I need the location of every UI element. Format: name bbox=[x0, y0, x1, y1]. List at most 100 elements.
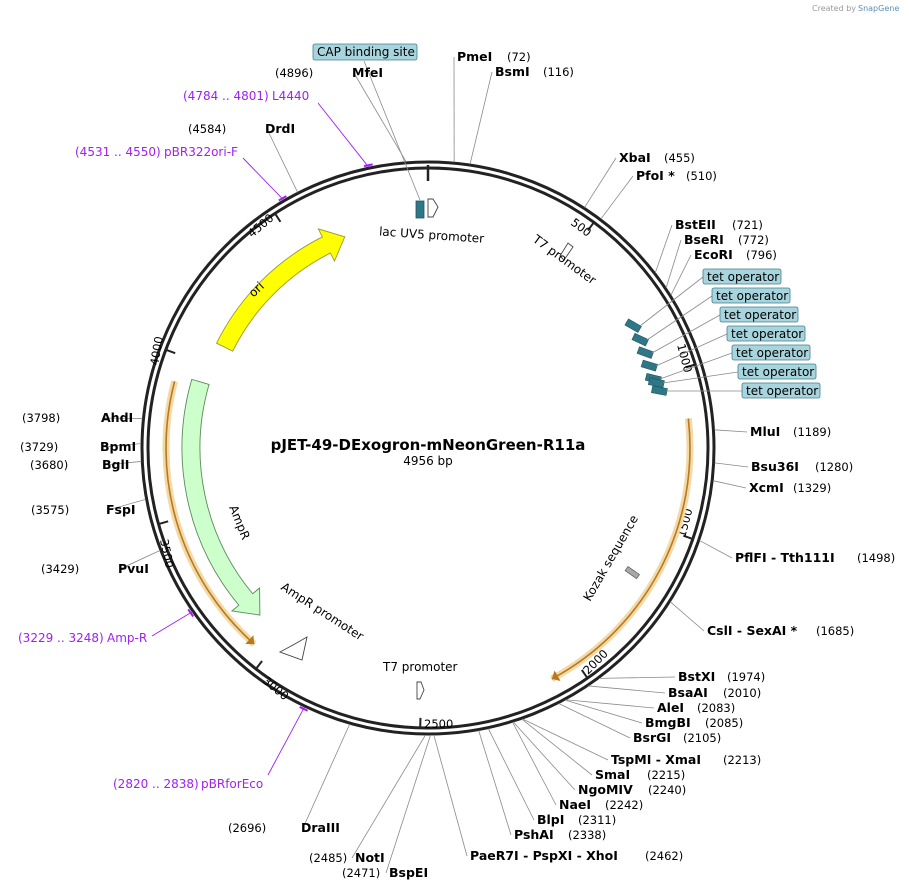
enzyme-site-bsrgi[interactable]: BsrGI(2105) bbox=[558, 703, 722, 745]
cap-binding-site[interactable]: CAP binding site bbox=[312, 43, 421, 201]
credit-brand: SnapGene bbox=[858, 4, 899, 13]
enzyme-leader bbox=[522, 718, 609, 761]
enzyme-site-bgli[interactable]: BglI(3680) bbox=[30, 457, 142, 472]
enzyme-position: (1974) bbox=[727, 670, 765, 684]
tet-operator-label: tet operator bbox=[707, 270, 779, 284]
tick-mark bbox=[685, 363, 695, 369]
enzyme-site-drdi[interactable]: DrdI (4584) bbox=[188, 121, 298, 193]
ampr-promoter[interactable]: AmpR promoter bbox=[278, 580, 366, 661]
t7-promoter-bottom[interactable]: T7 promoter bbox=[382, 660, 458, 700]
enzyme-name: PaeR7I - PspXI - XhoI bbox=[470, 848, 618, 863]
enzyme-site-csli[interactable]: CslI - SexAI *(1685) bbox=[670, 601, 854, 638]
enzyme-site-naei[interactable]: NaeI(2242) bbox=[512, 722, 644, 812]
enzyme-site-noti[interactable]: NotI(2485) bbox=[309, 734, 426, 865]
enzyme-site-pflfi[interactable]: PflFI - Tth111I(1498) bbox=[699, 540, 896, 565]
enzyme-site-xbai[interactable]: XbaI(455) bbox=[584, 150, 695, 208]
enzyme-site-fspi[interactable]: FspI(3575) bbox=[31, 499, 146, 517]
enzyme-site-bseri[interactable]: BseRI(772) bbox=[665, 232, 769, 288]
orf-arrowhead bbox=[245, 635, 255, 645]
lac-uv5-promoter[interactable]: lac UV5 promoter bbox=[379, 198, 485, 246]
tet-operator-block[interactable] bbox=[636, 346, 654, 359]
restriction-sites: PmeI(72)BsmI(116)XbaI(455)PfoI *(510)Bst… bbox=[20, 49, 895, 880]
tet-operator-box bbox=[741, 382, 821, 399]
tick-mark bbox=[587, 222, 595, 232]
enzyme-site-tspmi[interactable]: TspMI - XmaI(2213) bbox=[522, 718, 762, 767]
enzyme-position: (2242) bbox=[605, 798, 643, 812]
ampr-arrow[interactable] bbox=[181, 378, 261, 616]
t7-label-bottom: T7 promoter bbox=[382, 660, 458, 674]
primer-pbrforeco[interactable]: (2820 .. 2838)pBRforEco bbox=[113, 706, 309, 791]
enzyme-leader bbox=[654, 224, 673, 273]
tet-operator-label: tet operator bbox=[746, 384, 818, 398]
enzyme-name: MfeI bbox=[352, 65, 383, 80]
enzyme-leader bbox=[103, 461, 142, 466]
enzyme-site-ecori[interactable]: EcoRI(796) bbox=[670, 247, 777, 296]
enzyme-site-mlui[interactable]: MluI(1189) bbox=[714, 424, 831, 439]
plasmid-name: pJET-49-DExogron-mNeonGreen-R11a bbox=[271, 436, 586, 454]
enzyme-leader bbox=[385, 734, 431, 874]
tet-operator-block[interactable] bbox=[651, 385, 668, 396]
enzyme-site-alei[interactable]: AleI(2083) bbox=[565, 699, 735, 715]
orf-arc[interactable] bbox=[551, 418, 691, 680]
enzyme-site-pmei[interactable]: PmeI(72) bbox=[453, 49, 531, 163]
enzyme-site-mfei[interactable]: MfeI(4896) bbox=[275, 65, 407, 163]
tet-operator-leader bbox=[655, 333, 728, 367]
enzyme-site-bsaai[interactable]: BsaAI(2010) bbox=[588, 685, 761, 700]
enzyme-name: XcmI bbox=[749, 480, 784, 495]
enzyme-site-smai[interactable]: SmaI(2215) bbox=[521, 718, 685, 782]
enzyme-site-blpi[interactable]: BlpI(2311) bbox=[487, 728, 616, 827]
enzyme-leader bbox=[351, 734, 426, 859]
tet-operator-box bbox=[719, 306, 799, 323]
enzyme-position: (2240) bbox=[648, 783, 686, 797]
enzyme-site-bstxi[interactable]: BstXI(1974) bbox=[599, 669, 765, 684]
tick-mark bbox=[255, 660, 263, 669]
primer-name: pBRforEco bbox=[201, 777, 263, 791]
enzyme-site-bspei[interactable]: BspEI(2471) bbox=[342, 734, 431, 880]
enzyme-leader bbox=[266, 128, 298, 193]
ampr-promoter-label: AmpR promoter bbox=[278, 580, 366, 644]
tet-operator-block[interactable] bbox=[647, 377, 665, 388]
enzyme-site-paer7i[interactable]: PaeR7I - PspXI - XhoI(2462) bbox=[433, 734, 683, 863]
primer-sites: (4784 .. 4801)L4440(4531 .. 4550)pBR322o… bbox=[18, 89, 373, 791]
enzyme-site-draiii[interactable]: DraIII(2696) bbox=[228, 723, 351, 835]
enzyme-position: (1189) bbox=[793, 425, 831, 439]
enzyme-site-bmgbi[interactable]: BmgBI(2085) bbox=[565, 699, 743, 730]
primer-amp-r[interactable]: (3229 .. 3248)Amp-R bbox=[18, 608, 195, 645]
enzyme-position: (455) bbox=[664, 151, 695, 165]
enzyme-site-bpmi[interactable]: BpmI(3729) bbox=[20, 439, 142, 454]
lac-uv5-label: lac UV5 promoter bbox=[379, 224, 485, 245]
enzyme-site-bsu36i[interactable]: Bsu36I(1280) bbox=[714, 459, 854, 474]
plasmid-size: 4956 bp bbox=[403, 454, 453, 468]
orf-arc[interactable] bbox=[165, 381, 255, 645]
tet-operator-block[interactable] bbox=[624, 318, 642, 333]
enzyme-leader bbox=[714, 429, 748, 433]
enzyme-site-bsmi[interactable]: BsmI(116) bbox=[469, 64, 574, 165]
ori-arrow[interactable] bbox=[215, 228, 346, 352]
enzyme-position: (2471) bbox=[342, 866, 380, 880]
primer-pbr322ori-f[interactable]: (4531 .. 4550)pBR322ori-F bbox=[75, 145, 287, 202]
enzyme-site-ahdi[interactable]: AhdI(3798) bbox=[22, 410, 143, 425]
enzyme-position: (2311) bbox=[578, 813, 616, 827]
primer-l4440[interactable]: (4784 .. 4801)L4440 bbox=[183, 89, 373, 168]
enzyme-name: NotI bbox=[355, 850, 385, 865]
enzyme-site-pfoi[interactable]: PfoI *(510) bbox=[600, 168, 717, 220]
enzyme-position: (3429) bbox=[41, 562, 79, 576]
enzyme-leader bbox=[714, 462, 749, 468]
tet-operator-block[interactable] bbox=[631, 332, 649, 347]
enzyme-site-pvui[interactable]: PvuI(3429) bbox=[41, 550, 161, 576]
enzyme-leader bbox=[102, 417, 143, 419]
kozak-sequence[interactable]: Kozak sequence bbox=[580, 513, 641, 604]
enzyme-position: (3680) bbox=[30, 458, 68, 472]
enzyme-position: (796) bbox=[746, 248, 777, 262]
enzyme-site-pshai[interactable]: PshAI(2338) bbox=[478, 730, 607, 842]
enzyme-site-xcmi[interactable]: XcmI(1329) bbox=[713, 480, 831, 495]
t7-promoter-top[interactable]: T7 promoter bbox=[529, 232, 598, 288]
primer-range: (4531 .. 4550) bbox=[75, 145, 161, 159]
tet-operator-block[interactable] bbox=[640, 359, 658, 372]
enzyme-position: (2085) bbox=[705, 716, 743, 730]
enzyme-site-bsteii[interactable]: BstEII(721) bbox=[654, 217, 763, 273]
enzyme-name: DrdI bbox=[265, 121, 295, 136]
enzyme-site-ngomiv[interactable]: NgoMIV(2240) bbox=[512, 721, 686, 797]
enzyme-position: (4584) bbox=[188, 122, 226, 136]
